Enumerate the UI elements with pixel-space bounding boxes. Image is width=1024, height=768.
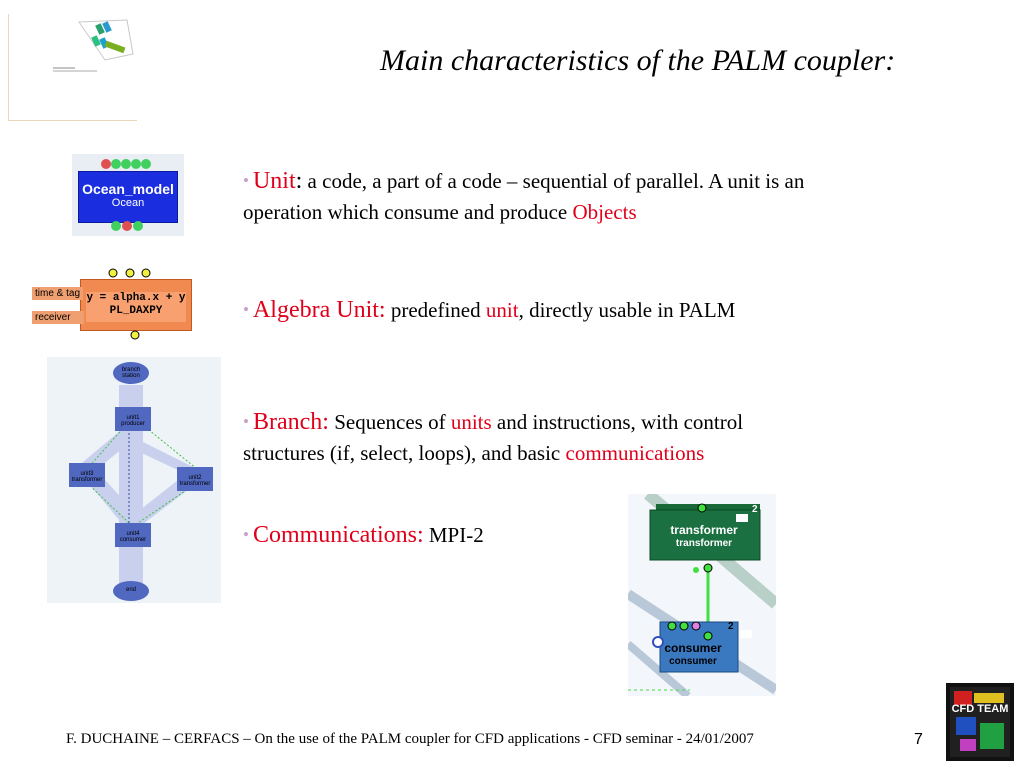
consumer-name: consumer <box>664 641 722 655</box>
bullet-unit: •Unit: a code, a part of a code – sequen… <box>243 165 963 228</box>
bullet-branch-text-a: Sequences of <box>328 410 451 434</box>
bullet-algebra-key: Algebra Unit: <box>252 297 386 323</box>
branch-unit2-label: unit2 <box>188 475 202 481</box>
ocean-unit-name: Ocean_model <box>82 181 174 197</box>
cfd-team-logo-art <box>950 687 1010 757</box>
bullet-branch-line2: structures (if, select, loops), and basi… <box>243 441 566 465</box>
branch-unit3-sub: transformer <box>71 477 103 483</box>
transformer-badge: 2 <box>752 504 758 515</box>
branch-unit1-sub: producer <box>121 421 145 427</box>
ocean-top-ports <box>101 159 151 169</box>
branch-unit3-label: unit3 <box>80 471 94 477</box>
page-number: 7 <box>914 731 923 748</box>
algebra-tag-time: time & tag <box>32 287 84 300</box>
algebra-tag-receiver: receiver <box>32 311 84 324</box>
bullet-dot: • <box>243 171 249 190</box>
algebra-function: PL_DAXPY <box>109 305 163 317</box>
bullet-unit-text: a code, a part of a code – sequential of… <box>302 169 805 193</box>
bullet-branch: •Branch: Sequences of units and instruct… <box>243 406 963 469</box>
branch-unit1-label: unit1 <box>126 415 140 421</box>
branch-diagram <box>69 362 213 601</box>
thumbnail-image <box>8 14 137 121</box>
bullet-unit-objects: Objects <box>572 200 637 224</box>
branch-figure: branch station unit1 producer unit3 tran… <box>47 357 221 603</box>
algebra-formula: y = alpha.x + y <box>86 292 186 304</box>
algebra-unit-inner: y = alpha.x + y PL_DAXPY <box>86 292 186 322</box>
bullet-unit-line2: operation which consume and produce <box>243 200 573 224</box>
slide-title: Main characteristics of the PALM coupler… <box>380 44 896 77</box>
consumer-sub: consumer <box>669 656 717 667</box>
bullet-algebra-unit: unit <box>485 298 519 322</box>
consumer-badge: 2 <box>728 621 734 632</box>
algebra-bottom-port <box>130 330 140 340</box>
ocean-bottom-ports <box>111 221 143 231</box>
cfd-team-logo-text: CFD TEAM <box>951 703 1009 715</box>
bullet-branch-communications: communications <box>565 441 705 465</box>
palm-schematic-thumbnail <box>53 19 134 72</box>
branch-start-sub: station <box>122 373 140 379</box>
bullet-branch-key: Branch: <box>252 409 329 435</box>
branch-unit4-label: unit4 <box>126 531 140 537</box>
cfd-team-logo: CFD TEAM <box>946 683 1014 761</box>
ocean-unit-box: Ocean_model Ocean <box>78 171 178 223</box>
transformer-name: transformer <box>670 523 738 537</box>
branch-unit2-sub: transformer <box>179 481 211 487</box>
transformer-consumer-figure: transformer transformer 2 consumer consu… <box>625 489 780 700</box>
branch-start-label: branch <box>121 367 141 373</box>
ocean-unit-sub: Ocean <box>111 197 145 209</box>
bullet-communications-key: Communications: <box>252 522 424 548</box>
branch-end-label: end <box>125 587 136 593</box>
bullet-algebra: •Algebra Unit: predefined unit, directly… <box>243 294 963 326</box>
bullet-unit-key: Unit <box>252 168 296 194</box>
bullet-branch-text-b: and instructions, with control <box>491 410 744 434</box>
bullet-algebra-text-a: predefined <box>385 298 486 322</box>
branch-unit4-sub: consumer <box>119 537 147 543</box>
bullet-branch-units: units <box>450 410 492 434</box>
transformer-sub: transformer <box>675 538 733 549</box>
transformer-consumer-diagram <box>625 489 780 700</box>
bullet-dot: • <box>243 525 249 544</box>
bullet-dot: • <box>243 300 249 319</box>
bullet-communications: •Communications: MPI-2 <box>243 519 963 551</box>
footer-text: F. DUCHAINE – CERFACS – On the use of th… <box>66 731 754 747</box>
bullet-dot: • <box>243 412 249 431</box>
bullet-communications-text: MPI-2 <box>423 523 484 547</box>
bullet-unit-sep: : <box>295 168 303 194</box>
bullet-algebra-text-b: , directly usable in PALM <box>518 298 736 322</box>
